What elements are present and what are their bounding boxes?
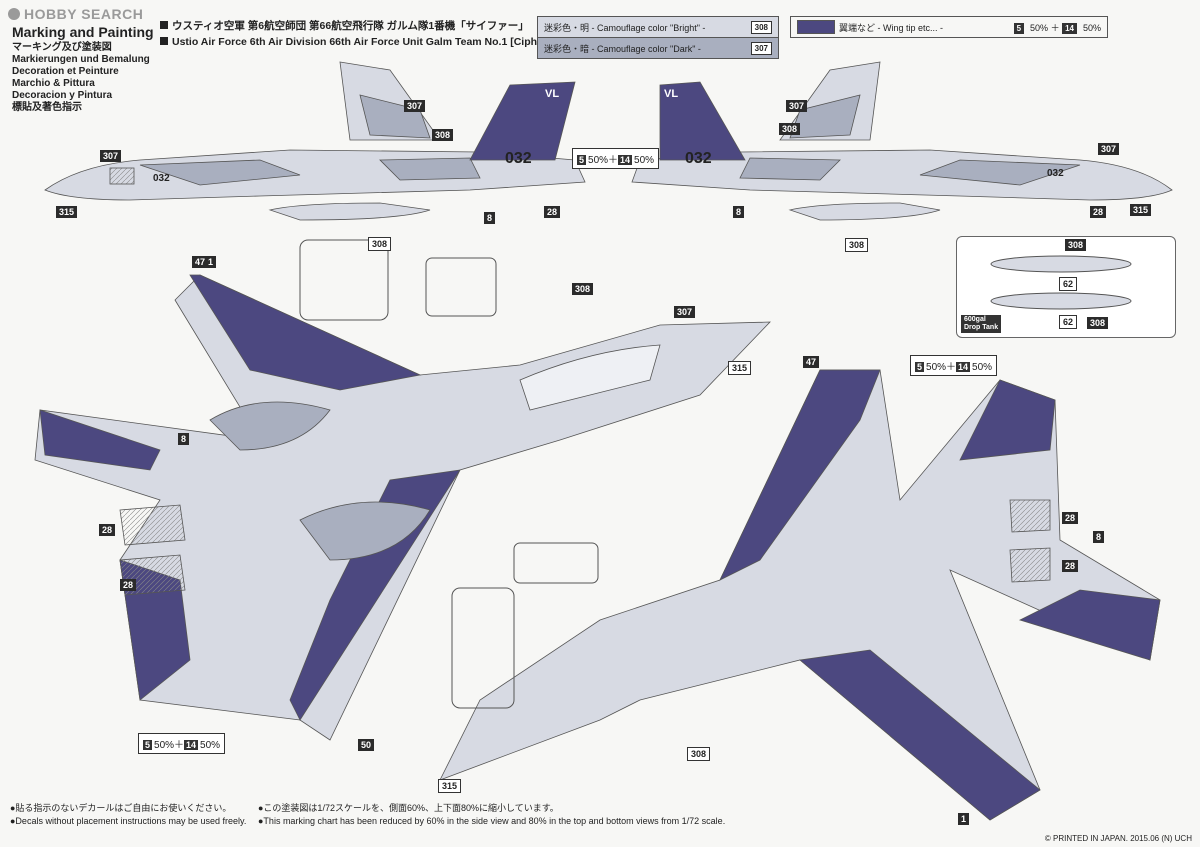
tail-code-right: VL: [664, 88, 679, 100]
legend-dark: 迷彩色・暗 - Camouflage color "Dark" - 307: [538, 38, 778, 58]
code-307-side-left: 307: [100, 150, 122, 162]
code-308-tail-left: 308: [432, 129, 454, 141]
decal-notes: ●貼る指示のないデカールはご自由にお使いください。 ●Decals withou…: [10, 802, 246, 828]
note-jp: ●貼る指示のないデカールはご自由にお使いください。: [10, 803, 232, 813]
legend-bright: 迷彩色・明 - Camouflage color "Bright" - 308: [538, 17, 778, 38]
legend-wingtip-label: 翼端など - Wing tip etc... -: [839, 22, 944, 33]
wingtip-swatch: [797, 20, 835, 34]
decal-detail-box-3: [513, 542, 599, 584]
code-47-bottom: 47: [803, 356, 820, 368]
code-28-top-2: 28: [120, 579, 137, 591]
code-47-top: 47: [192, 256, 209, 268]
note-en: ●Decals without placement instructions m…: [10, 816, 247, 826]
code-28-bottom-1: 28: [1062, 512, 1079, 524]
code-307-top: 307: [674, 306, 696, 318]
code-315-top: 315: [728, 361, 752, 375]
decal-detail-box-4: [451, 587, 515, 709]
code-28-bottom-2: 28: [1062, 560, 1079, 572]
code-307-tail-right: 307: [786, 100, 808, 112]
code-8-side-left: 8: [484, 212, 496, 224]
tail-code-left: VL: [545, 88, 560, 100]
legend-dark-label: 迷彩色・暗 - Camouflage color "Dark" -: [544, 43, 701, 54]
code-307-tail-left: 307: [404, 100, 426, 112]
unit-en: Ustio Air Force 6th Air Division 66th Ai…: [172, 36, 551, 48]
nose-number-right: 032: [1047, 168, 1064, 179]
drop-tank-drawing: [990, 255, 1132, 310]
camouflage-legend: 迷彩色・明 - Camouflage color "Bright" - 308 …: [537, 16, 779, 59]
copyright-footer: © PRINTED IN JAPAN. 2015.06 (N) UCH: [1044, 834, 1192, 843]
title-lang-1: マーキング及び塗装図: [12, 42, 112, 53]
code-315-bottom: 315: [438, 779, 462, 793]
tail-number-right: 032: [685, 150, 712, 167]
code-1-top: 1: [205, 256, 217, 268]
title-lang-6: 標貼及著色指示: [12, 102, 82, 113]
code-308-top: 308: [572, 283, 594, 295]
tank-code-62-a: 62: [1059, 277, 1078, 291]
decal-detail-box-2: [425, 257, 497, 317]
tank-code-62-b: 62: [1059, 315, 1078, 329]
hobby-search-watermark: HOBBY SEARCH: [8, 6, 143, 22]
code-28-side-right: 28: [1090, 206, 1107, 218]
code-315-side-left: 315: [56, 206, 78, 218]
code-308-tail-right: 308: [779, 123, 801, 135]
title-lang-2: Markierungen und Bemalung: [12, 54, 150, 65]
tank-code-308-a: 308: [1065, 239, 1087, 251]
code-8-bottom: 8: [1093, 531, 1105, 543]
legend-bright-code: 308: [750, 20, 772, 34]
code-308-bottom: 308: [687, 747, 711, 761]
decal-detail-box-1: [299, 239, 389, 321]
code-50-top: 50: [358, 739, 375, 751]
side-view-left: [44, 61, 586, 221]
code-8-top: 8: [178, 433, 190, 445]
bottom-view: [439, 369, 1161, 821]
tank-code-308-b: 308: [1087, 317, 1109, 329]
top-view: [34, 274, 771, 741]
code-8-side-right: 8: [733, 206, 745, 218]
side-view-right: [631, 61, 1173, 221]
unit-jp: ウスティオ空軍 第6航空師団 第66航空飛行隊 ガルム隊1番機「サイファー」: [172, 20, 529, 32]
title-lang-4: Marchio & Pittura: [12, 78, 95, 89]
title-lang-5: Decoracion y Pintura: [12, 90, 113, 101]
unit-title: ウスティオ空軍 第6航空師団 第66航空飛行隊 ガルム隊1番機「サイファー」 U…: [160, 18, 550, 50]
code-28-top-1: 28: [99, 524, 116, 536]
tail-number-left: 032: [505, 150, 532, 167]
title-lang-3: Decoration et Peinture: [12, 66, 119, 77]
code-307-side-right: 307: [1098, 143, 1120, 155]
scale-notes: ●この塗装図は1/72スケールを、側面60%、上下面80%に縮小しています。 ●…: [258, 802, 725, 828]
code-315-side-right: 315: [1130, 204, 1152, 216]
code-1-bottom: 1: [958, 813, 970, 825]
code-28-side-left: 28: [544, 206, 561, 218]
legend-bright-label: 迷彩色・明 - Camouflage color "Bright" -: [544, 22, 706, 33]
scale-note-en: ●This marking chart has been reduced by …: [258, 816, 726, 826]
page-title: Marking and Painting: [12, 24, 154, 40]
scale-note-jp: ●この塗装図は1/72スケールを、側面60%、上下面80%に縮小しています。: [258, 803, 559, 813]
legend-dark-code: 307: [750, 41, 772, 55]
nose-number-left: 032: [153, 173, 170, 184]
title-block: Marking and Painting マーキング及び塗装図 Markieru…: [12, 24, 162, 114]
code-308-tank-right: 308: [845, 238, 869, 252]
code-308-tank-left: 308: [368, 237, 392, 251]
